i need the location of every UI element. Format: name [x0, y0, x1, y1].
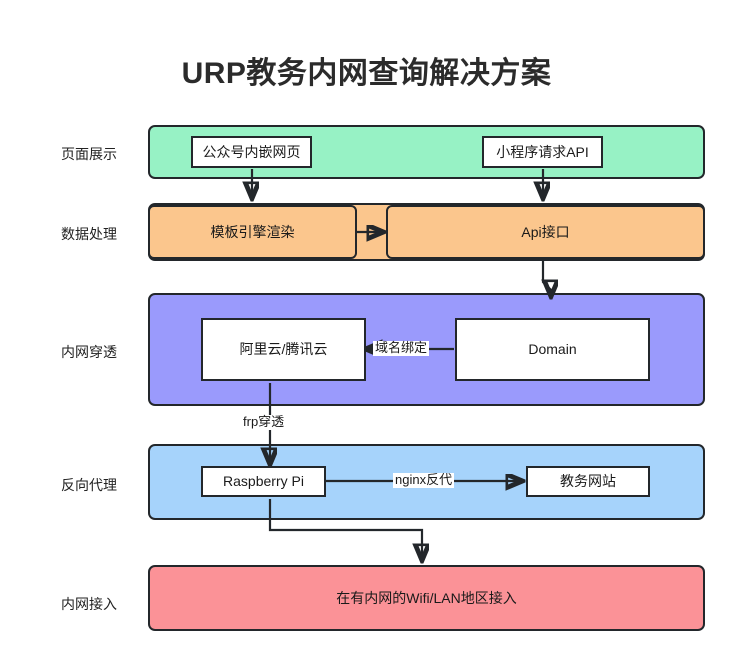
node-domain[interactable]: Domain	[455, 318, 650, 381]
node-api-interface-label: Api接口	[521, 223, 570, 240]
row-label-tunnel: 内网穿透	[61, 344, 117, 360]
node-template-render[interactable]: 模板引擎渲染	[148, 205, 357, 259]
edge-label-nginx-proxy: nginx反代	[393, 472, 455, 488]
node-urp-site[interactable]: 教务网站	[526, 466, 650, 497]
node-wechat-page-label: 公众号内嵌网页	[202, 143, 301, 160]
node-miniapp-api[interactable]: 小程序请求API	[482, 136, 603, 168]
row-label-proxy: 反向代理	[61, 477, 117, 493]
band-access: 在有内网的Wifi/LAN地区接入	[148, 565, 705, 631]
edge-api-to-domain	[543, 261, 551, 296]
row-label-processing: 数据处理	[61, 226, 117, 242]
node-template-render-label: 模板引擎渲染	[210, 223, 295, 240]
node-lan-access-label: 在有内网的Wifi/LAN地区接入	[336, 590, 517, 606]
node-wechat-page[interactable]: 公众号内嵌网页	[191, 136, 312, 168]
page-title: URP教务内网查询解决方案	[181, 57, 552, 90]
node-miniapp-api-label: 小程序请求API	[496, 143, 589, 160]
node-urp-site-label: 教务网站	[560, 473, 616, 490]
node-cloud-label: 阿里云/腾讯云	[239, 341, 328, 358]
row-label-access: 内网接入	[61, 596, 117, 612]
node-api-interface[interactable]: Api接口	[386, 205, 705, 259]
node-raspberry-pi[interactable]: Raspberry Pi	[201, 466, 326, 497]
edge-label-frp-tunnel: frp穿透	[241, 414, 287, 430]
node-domain-label: Domain	[528, 341, 577, 358]
edge-label-domain-binding: 域名绑定	[373, 340, 430, 356]
node-cloud[interactable]: 阿里云/腾讯云	[201, 318, 366, 381]
row-label-presentation: 页面展示	[61, 146, 117, 162]
node-raspberry-pi-label: Raspberry Pi	[223, 473, 304, 490]
